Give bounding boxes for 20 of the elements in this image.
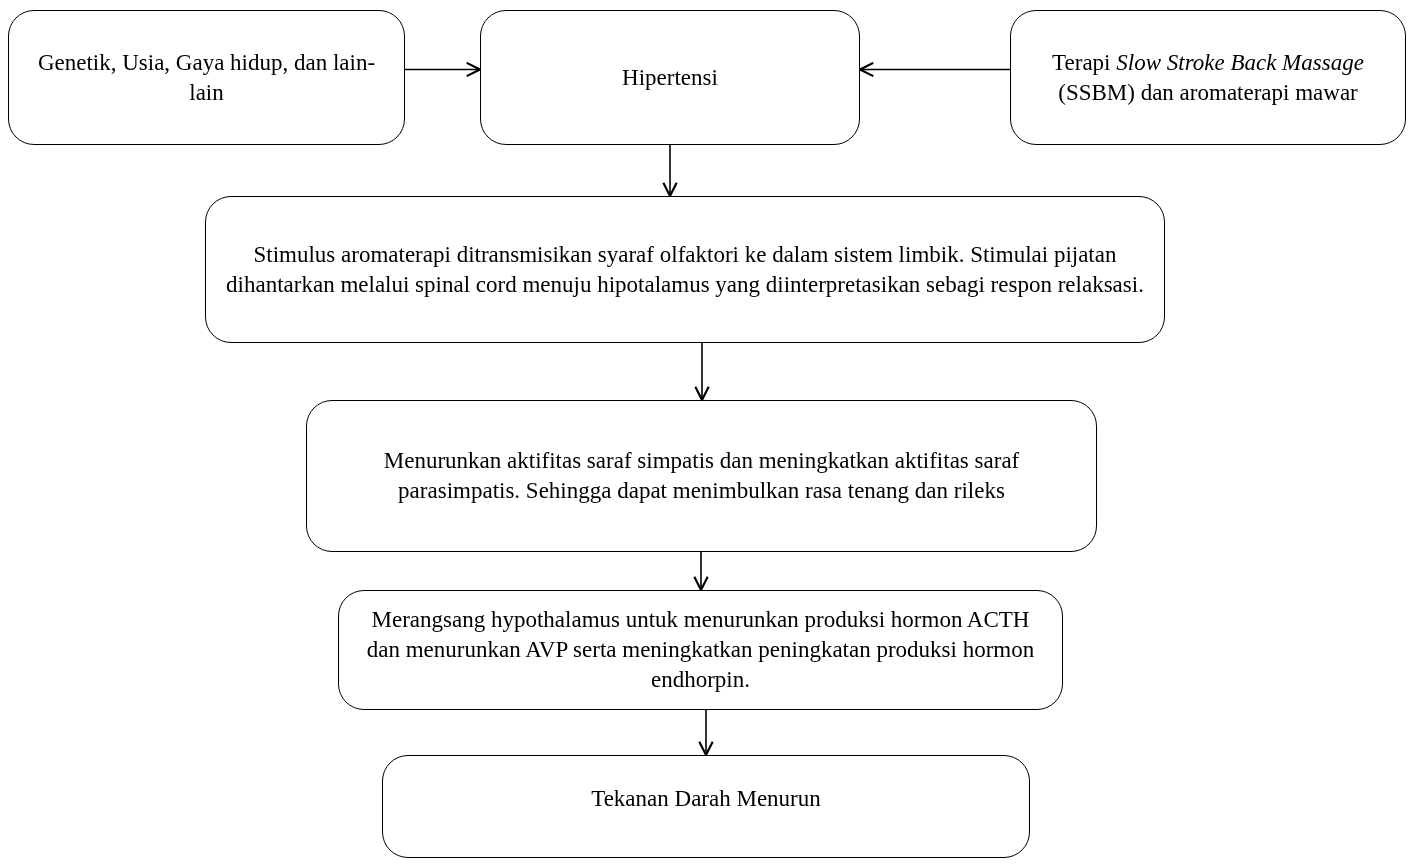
arrow <box>694 342 710 402</box>
box-text: Hipertensi <box>622 63 718 92</box>
box-text: Merangsang hypothalamus untuk menurunkan produksi hormon ACTH dan menurunkan AVP serta meningkatkan peningkatan produksi hormon endhorpin. <box>365 606 1036 694</box>
box-text: Menurunkan aktifitas saraf simpatis dan meningkatkan aktifitas saraf parasimpatis. Sehingga dapat menimbulkan rasa tenang dan rileks <box>382 447 1021 505</box>
arrow <box>662 144 678 198</box>
process-box <box>1010 10 1406 145</box>
box-text: Stimulus aromaterapi ditransmisikan syaraf olfaktori ke dalam sistem limbik. Stimulai pijatan dihantarkan melalui spinal cord menuju hipotalamus yang diinterpretasikan sebagi respon relaksasi. <box>225 240 1145 299</box>
process-box <box>205 196 1165 343</box>
box-text: Genetik, Usia, Gaya hidup, dan lain-lain <box>36 48 377 107</box>
process-box <box>338 590 1063 710</box>
process-box <box>8 10 405 145</box>
process-box <box>382 755 1030 858</box>
arrow <box>693 551 709 592</box>
process-box <box>480 10 860 145</box>
box-text: Terapi Slow Stroke Back Massage (SSBM) dan aromaterapi mawar <box>1051 48 1365 107</box>
box-text: Tekanan Darah Menurun <box>591 785 821 813</box>
arrow <box>858 61 1011 78</box>
arrow <box>698 709 714 757</box>
process-box <box>306 400 1097 552</box>
arrow <box>404 61 482 78</box>
